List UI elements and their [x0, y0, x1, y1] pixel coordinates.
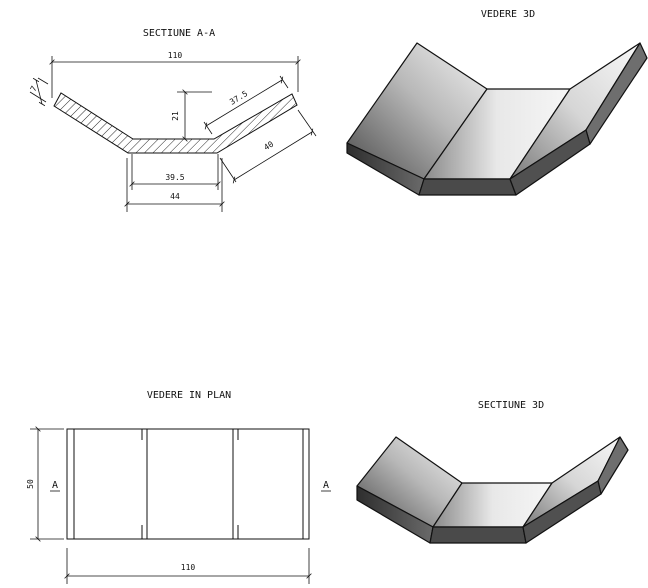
height-dimension: 21 — [171, 89, 212, 142]
plan-bend-right — [232, 429, 239, 539]
section3d-base-edge — [429, 526, 527, 544]
cut-marker-left: A — [50, 480, 60, 492]
section-aa-title: SECTIUNE A-A — [143, 28, 215, 39]
overall-width-dimension: 110 — [49, 51, 301, 98]
right-wall-lower-edge — [509, 129, 591, 196]
thickness-label: 7 — [29, 84, 39, 93]
section-aa-view: SECTIUNE A-A 110 7 21 37.5 — [29, 28, 317, 212]
view-3d-title: VEDERE 3D — [481, 9, 535, 20]
height-label: 21 — [171, 111, 180, 121]
slope-outer-dimension: 40 — [219, 109, 317, 184]
section-3d-view: SECTIUNE 3D — [356, 400, 629, 544]
base-outer-dimension: 44 — [124, 158, 225, 212]
plan-view: VEDERE IN PLAN A A 50 — [26, 390, 331, 584]
plan-bend-left — [141, 429, 148, 539]
slope-inner-label: 37.5 — [228, 89, 249, 107]
plan-width-label: 110 — [181, 563, 196, 572]
section3d-right-lower-edge — [522, 480, 602, 544]
svg-text:A: A — [52, 480, 58, 491]
plan-width-dimension: 110 — [64, 548, 312, 584]
section-3d-title: SECTIUNE 3D — [478, 400, 544, 411]
base-inner-label: 39.5 — [165, 173, 184, 182]
base-outer-label: 44 — [170, 192, 180, 201]
view-3d: VEDERE 3D — [346, 9, 648, 196]
svg-text:A: A — [323, 480, 329, 491]
plan-depth-dimension: 50 — [26, 426, 64, 542]
plan-depth-label: 50 — [26, 479, 35, 489]
base-edge — [418, 178, 517, 196]
section-profile — [53, 92, 298, 154]
overall-width-label: 110 — [168, 51, 183, 60]
base-inner-dimension: 39.5 — [129, 154, 221, 190]
cut-marker-right: A — [321, 480, 331, 492]
plan-view-title: VEDERE IN PLAN — [147, 390, 231, 401]
thickness-dimension: 7 — [29, 77, 49, 107]
plan-outline — [66, 428, 310, 540]
slope-outer-label: 40 — [262, 139, 275, 152]
